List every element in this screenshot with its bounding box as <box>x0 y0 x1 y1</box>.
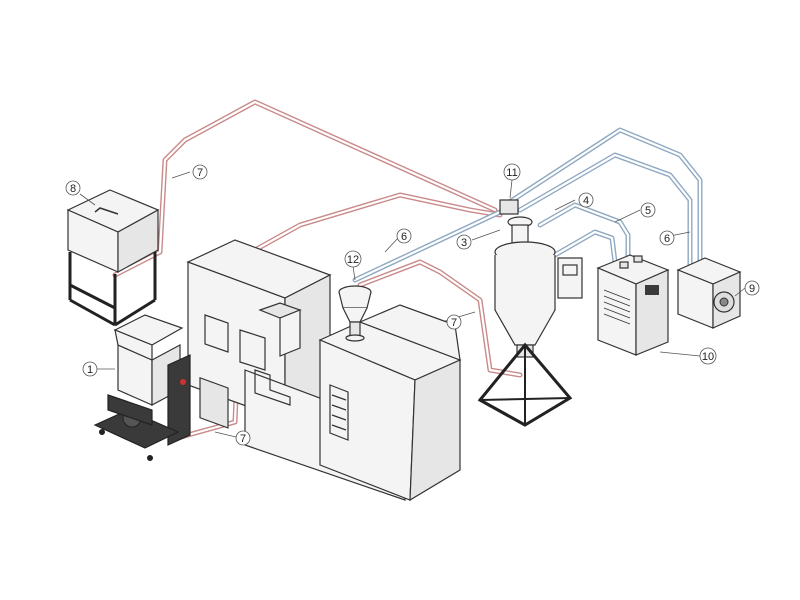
svg-text:9: 9 <box>749 283 755 295</box>
callout-3: 3 <box>456 234 472 250</box>
callout-6b: 6 <box>659 230 675 246</box>
svg-text:6: 6 <box>401 231 407 243</box>
callout-4: 4 <box>578 192 594 208</box>
svg-text:7: 7 <box>451 317 457 329</box>
svg-text:1: 1 <box>87 364 93 376</box>
svg-text:3: 3 <box>461 237 467 249</box>
granulator-1 <box>93 314 191 461</box>
svg-text:6: 6 <box>664 233 670 245</box>
callout-8: 8 <box>65 180 81 196</box>
callout-7a: 7 <box>192 164 208 180</box>
callout-12: 12 <box>344 250 362 268</box>
vacuum-pump-9 <box>676 257 742 329</box>
callout-7c: 7 <box>446 314 462 330</box>
callout-9: 9 <box>744 280 760 296</box>
blue-air-pipes <box>352 127 703 283</box>
injection-molding-machine <box>186 239 462 502</box>
svg-text:10: 10 <box>702 351 714 363</box>
svg-text:8: 8 <box>70 183 76 195</box>
callout-1: 1 <box>82 361 98 377</box>
svg-text:7: 7 <box>240 433 246 445</box>
svg-text:11: 11 <box>506 167 517 179</box>
svg-text:7: 7 <box>197 167 203 179</box>
callout-11: 11 <box>503 163 521 181</box>
callout-10: 10 <box>699 347 717 365</box>
svg-text:4: 4 <box>583 195 589 207</box>
svg-text:5: 5 <box>645 205 651 217</box>
callout-6a: 6 <box>396 228 412 244</box>
hopper-dryer <box>477 199 583 427</box>
hopper-loader-12 <box>338 285 372 342</box>
callout-7b: 7 <box>235 430 251 446</box>
callout-labels: 8 1 7 7 7 6 6 12 11 3 4 5 9 10 <box>65 163 760 446</box>
svg-text:12: 12 <box>347 254 359 266</box>
callout-5: 5 <box>640 202 656 218</box>
storage-bin-8 <box>66 189 160 327</box>
dehumidifier-10 <box>596 254 670 356</box>
red-pipe-bin-feed <box>112 99 498 278</box>
